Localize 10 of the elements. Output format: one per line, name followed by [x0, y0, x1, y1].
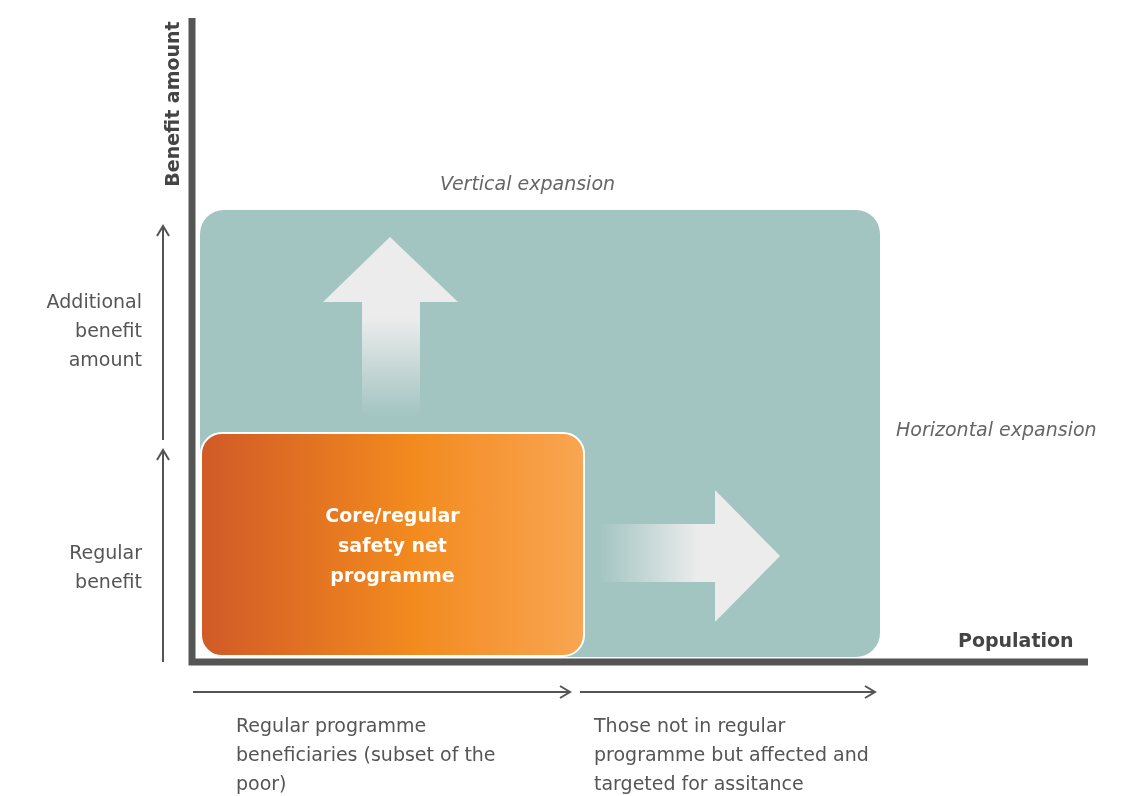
group-label: Those not in regular programme but affected and targeted for assitance	[594, 713, 870, 796]
core-programme-box	[200, 432, 585, 657]
expansion-label: Horizontal expansion	[896, 418, 1097, 440]
axis-title: Population	[958, 628, 1074, 653]
range-label: Additional benefit amount	[45, 289, 142, 372]
group-label: Regular programme beneficiaries (subset of the poor)	[236, 713, 497, 796]
expansion-label: Vertical expansion	[440, 172, 616, 194]
range-label: Regular benefit	[68, 540, 142, 594]
axis-title: Benefit amount	[159, 21, 184, 187]
box-title: Core/regular safety net programme	[324, 502, 461, 588]
